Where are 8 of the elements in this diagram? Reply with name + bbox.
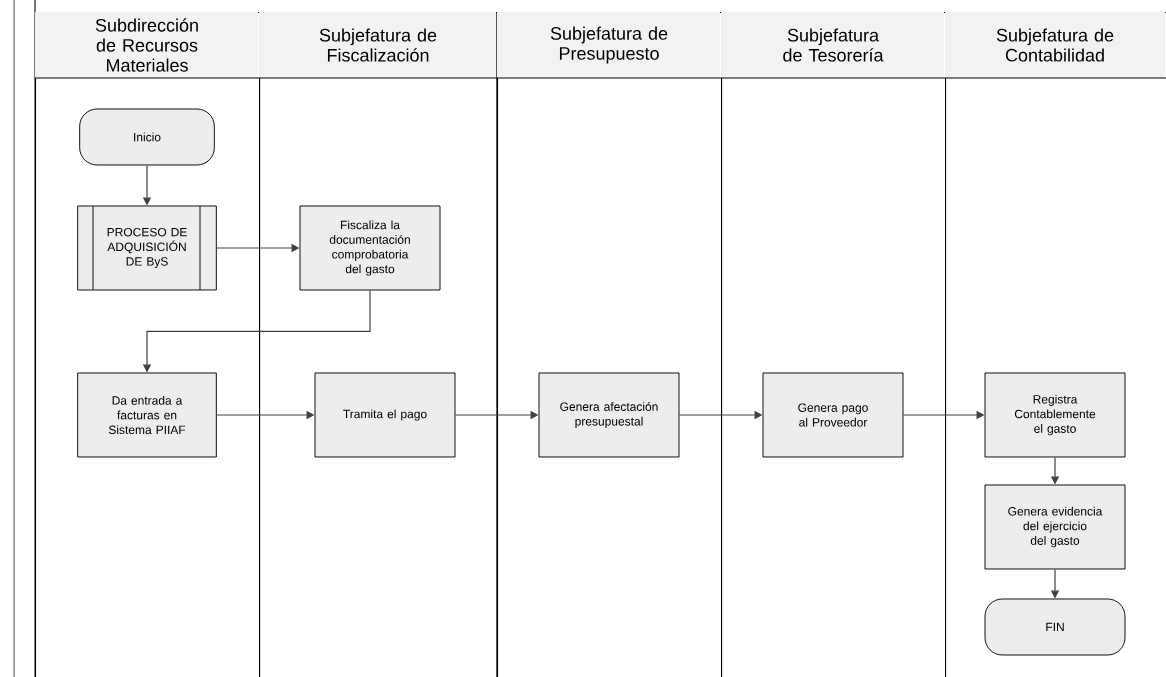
process-box: Genera afectación presupuestal: [538, 372, 680, 458]
process-box: Registra Contablemente el gasto: [984, 372, 1126, 458]
subprocess-box: PROCESO DE ADQUISICIÓN DE ByS: [77, 205, 217, 291]
process-box: Da entrada a facturas en Sistema PIIAF: [77, 372, 217, 458]
process-box: Genera evidencia del ejercicio del gasto: [984, 484, 1126, 570]
process-box: Genera pago al Proveedor: [762, 372, 904, 458]
process-box: Tramita el pago: [314, 372, 456, 458]
process-box: Fiscaliza la documentación comprobatoria del gasto: [299, 205, 441, 291]
